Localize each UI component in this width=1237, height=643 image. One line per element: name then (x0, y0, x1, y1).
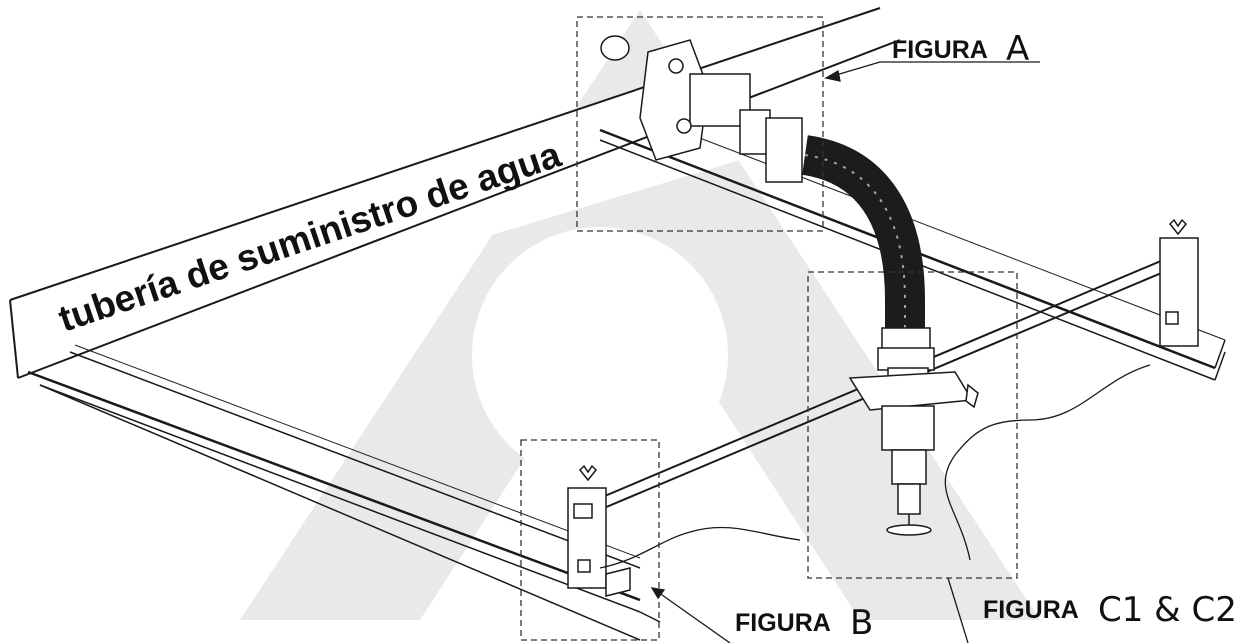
sprinkler-assembly (848, 327, 979, 536)
svg-text:C1 & C2: C1 & C2 (1098, 590, 1237, 630)
flexible-hose (801, 135, 925, 330)
figure-a-frame (576, 16, 824, 232)
svg-text:FIGURA: FIGURA (983, 596, 1079, 624)
watermark-logo (240, 10, 1040, 620)
figure-b-frame (520, 439, 660, 641)
svg-text:A: A (1006, 29, 1029, 69)
figure-b-label: FIGURA B (735, 603, 873, 643)
right-clamp-bracket (1159, 218, 1199, 347)
svg-text:FIGURA: FIGURA (892, 36, 988, 64)
figure-c-label: FIGURA C1 & C2 (983, 590, 1237, 630)
left-clamp-bracket (567, 464, 631, 597)
figure-a-label: FIGURA A (892, 29, 1029, 69)
water-supply-pipe (9, 7, 1237, 379)
top-fitting (600, 35, 803, 183)
svg-text:B: B (850, 603, 873, 643)
leader-lines (599, 61, 1151, 643)
figure-c-frame (807, 271, 1018, 579)
svg-text:FIGURA: FIGURA (735, 609, 831, 637)
left-rail (27, 344, 661, 641)
